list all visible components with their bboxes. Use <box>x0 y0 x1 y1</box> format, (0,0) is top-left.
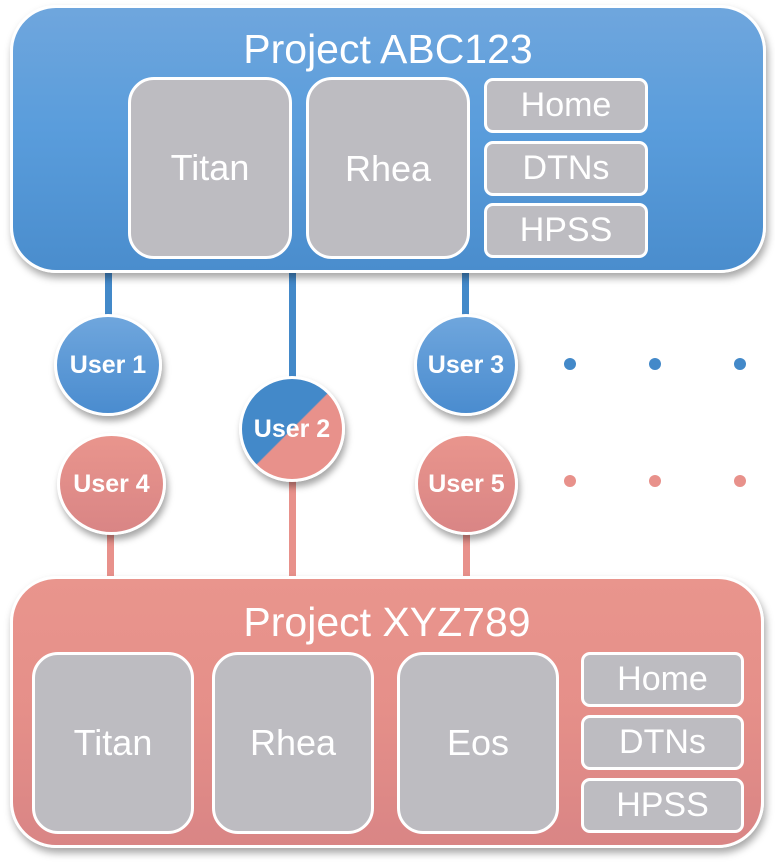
system-label: Rhea <box>344 148 432 189</box>
storage-label: HPSS <box>616 786 709 824</box>
storage-label: DTNs <box>619 723 706 761</box>
ellipsis-dot-red-3 <box>734 475 746 487</box>
project-title: Project ABC123 <box>243 26 533 72</box>
connector-user1-abc123 <box>105 268 112 320</box>
user-4: User 4 <box>57 433 166 535</box>
project-title: Project XYZ789 <box>243 599 531 645</box>
system-rhea: Rhea <box>212 652 374 834</box>
ellipsis-dot-red-1 <box>564 475 576 487</box>
user-label: User 5 <box>428 469 505 498</box>
system-label: Titan <box>73 722 153 763</box>
ellipsis-dot-blue-1 <box>564 358 576 370</box>
ellipsis-dot-blue-2 <box>649 358 661 370</box>
storage-label: Home <box>520 86 612 124</box>
system-label: Eos <box>446 722 510 763</box>
system-label: Rhea <box>249 722 337 763</box>
connector-user2-abc123 <box>289 268 296 380</box>
user-2: User 2 <box>239 376 345 482</box>
user-label: User 3 <box>427 350 505 379</box>
user-5: User 5 <box>415 433 518 535</box>
system-label: Titan <box>170 147 250 188</box>
system-titan: Titan <box>32 652 194 834</box>
project-xyz789: Project XYZ789 Titan Rhea Eos Home DTNs … <box>10 576 764 848</box>
ellipsis-dot-red-2 <box>649 475 661 487</box>
storage-label: Home <box>617 660 708 698</box>
storage-dtns: DTNs <box>581 715 744 770</box>
user-1: User 1 <box>54 314 162 416</box>
storage-dtns: DTNs <box>484 141 648 196</box>
system-rhea: Rhea <box>306 77 470 259</box>
user-label: User 2 <box>253 414 331 443</box>
connector-user5-xyz789 <box>463 530 470 580</box>
connector-user3-abc123 <box>462 268 469 320</box>
storage-home: Home <box>581 652 744 707</box>
user-label: User 4 <box>73 469 150 498</box>
system-titan: Titan <box>128 77 292 259</box>
ellipsis-dot-blue-3 <box>734 358 746 370</box>
user-3: User 3 <box>414 314 518 416</box>
system-eos: Eos <box>397 652 559 834</box>
connector-user2-xyz789 <box>289 478 296 580</box>
user-label: User 1 <box>69 350 147 379</box>
storage-home: Home <box>484 78 648 133</box>
storage-hpss: HPSS <box>484 203 648 258</box>
storage-label: DTNs <box>522 149 610 187</box>
project-abc123: Project ABC123 Titan Rhea Home DTNs HPSS <box>10 5 766 273</box>
connector-user4-xyz789 <box>107 530 114 580</box>
storage-label: HPSS <box>519 211 613 249</box>
storage-hpss: HPSS <box>581 778 744 833</box>
